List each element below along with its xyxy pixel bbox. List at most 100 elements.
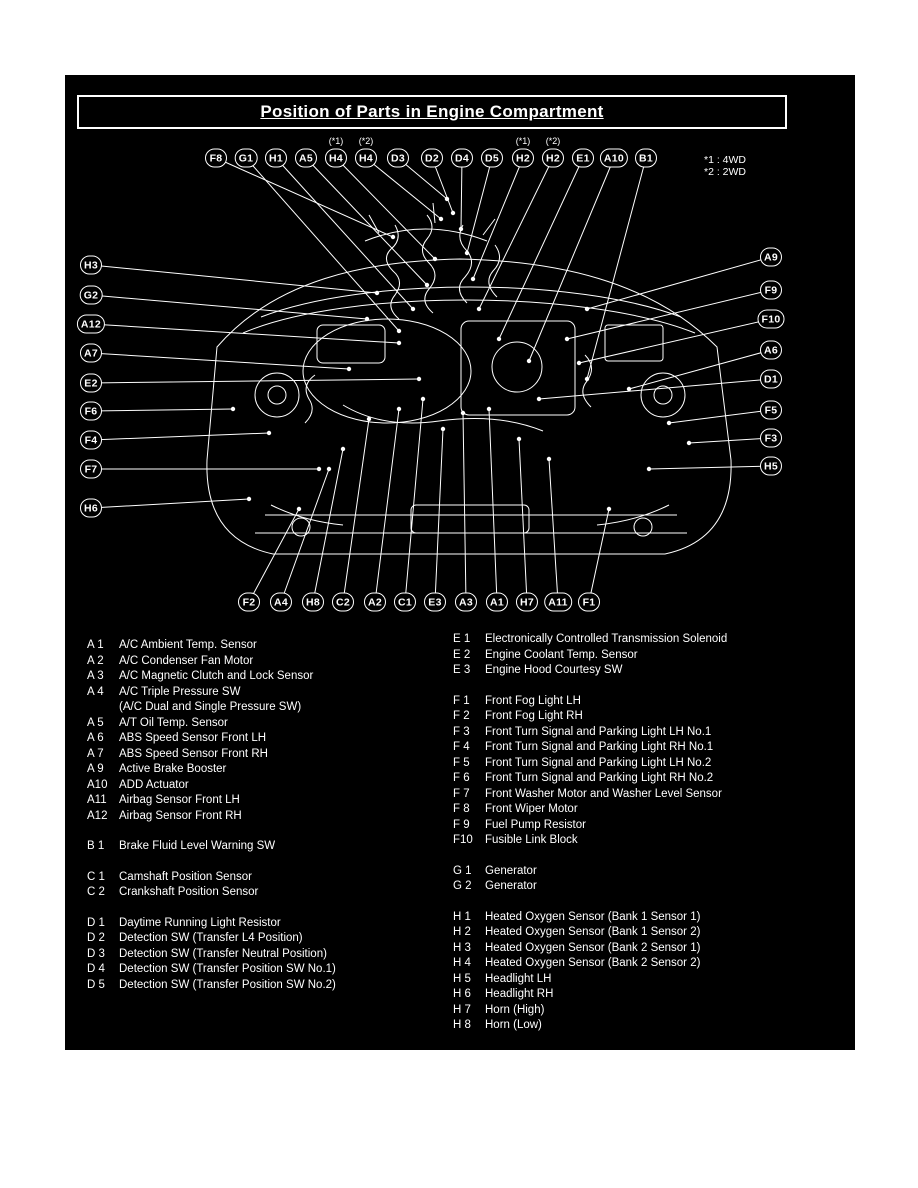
legend-code: A 7 bbox=[87, 747, 104, 760]
legend-code: H 3 bbox=[453, 941, 471, 954]
callout-variant-note: (*2) bbox=[545, 136, 561, 146]
callout-F3: F3 bbox=[760, 428, 782, 448]
leader-endpoint-dot bbox=[686, 440, 692, 446]
legend-code: F 4 bbox=[453, 741, 470, 753]
leader-endpoint-dot bbox=[584, 376, 590, 382]
callout-A6: A6 bbox=[759, 340, 783, 360]
leader-endpoint-dot bbox=[476, 306, 482, 312]
callout-A11: A11 bbox=[544, 592, 572, 612]
legend-label: ABS Speed Sensor Front LH bbox=[119, 732, 267, 744]
legend-label: ADD Actuator bbox=[119, 778, 189, 791]
callout-variant-note: (*1) bbox=[328, 136, 344, 146]
callout-A2: A2 bbox=[363, 592, 387, 612]
legend-label: Front Turn Signal and Parking Light LH N… bbox=[485, 756, 712, 769]
leader-line bbox=[90, 352, 350, 370]
leader-line bbox=[668, 409, 772, 424]
leader-line bbox=[538, 378, 772, 400]
legend-code: H 8 bbox=[453, 1019, 471, 1031]
legend-code: A 2 bbox=[87, 654, 104, 667]
legend-row: (A/C Dual and Single Pressure SW) bbox=[87, 700, 442, 716]
leader-line bbox=[648, 465, 772, 470]
callout-H8: H8 bbox=[301, 592, 325, 612]
callout-A1: A1 bbox=[485, 592, 509, 612]
legend-label: A/T Oil Temp. Sensor bbox=[119, 716, 228, 729]
leader-line bbox=[248, 508, 300, 603]
leader-line bbox=[90, 378, 420, 384]
leader-line bbox=[275, 157, 414, 310]
legend-label: Crankshaft Position Sensor bbox=[119, 886, 259, 898]
callout-F10: F10 bbox=[757, 309, 785, 329]
legend-label: A/C Ambient Temp. Sensor bbox=[119, 639, 257, 651]
legend-code: C 1 bbox=[87, 870, 105, 883]
callout-D5: D5 bbox=[480, 148, 504, 168]
callout-D1: D1 bbox=[759, 369, 783, 389]
leader-endpoint-dot bbox=[410, 306, 416, 312]
leader-endpoint-dot bbox=[396, 340, 402, 346]
legend-code: G 2 bbox=[453, 880, 472, 892]
callout-C1: C1 bbox=[393, 592, 417, 612]
legend-label: Fusible Link Block bbox=[485, 834, 578, 846]
leader-endpoint-dot bbox=[536, 396, 542, 402]
leader-line bbox=[305, 157, 428, 286]
legend-row: F 7 Front Washer Motor and Washer Level S… bbox=[453, 787, 849, 803]
leader-endpoint-dot bbox=[420, 396, 426, 402]
leader-line bbox=[566, 289, 772, 340]
callout-A7: A7 bbox=[79, 343, 103, 363]
legend-code: D 2 bbox=[87, 932, 105, 944]
leader-line bbox=[90, 408, 234, 412]
engine-line-art bbox=[206, 202, 732, 555]
callout-F5: F5 bbox=[760, 400, 782, 420]
legend-code: F 1 bbox=[453, 694, 470, 707]
legend-label: ABS Speed Sensor Front RH bbox=[119, 747, 268, 760]
legend-row: A 7 ABS Speed Sensor Front RH bbox=[87, 747, 442, 763]
legend-code: H 1 bbox=[453, 910, 471, 923]
leader-line bbox=[90, 294, 368, 320]
callout-H6: H6 bbox=[79, 498, 103, 518]
callout-A12: A12 bbox=[76, 314, 106, 334]
callout-G1: G1 bbox=[234, 148, 258, 168]
leader-line bbox=[628, 349, 772, 390]
leader-line bbox=[374, 408, 400, 603]
legend-code: F 7 bbox=[453, 787, 470, 800]
leader-line bbox=[462, 412, 467, 603]
callout-E1: E1 bbox=[572, 148, 594, 168]
leader-endpoint-dot bbox=[374, 290, 380, 296]
legend-label: Front Washer Motor and Washer Level Sens… bbox=[485, 787, 722, 800]
leader-endpoint-dot bbox=[396, 406, 402, 412]
leader-endpoint-dot bbox=[546, 456, 552, 462]
leader-endpoint-dot bbox=[266, 430, 272, 436]
leader-line bbox=[578, 318, 772, 364]
legend-row: H 7 Horn (High) bbox=[453, 1003, 849, 1019]
legend-label: Active Brake Booster bbox=[119, 763, 227, 775]
legend-label: Brake Fluid Level Warning SW bbox=[119, 840, 276, 852]
legend-label: Airbag Sensor Front RH bbox=[119, 809, 242, 822]
legend-label: Fuel Pump Resistor bbox=[485, 818, 586, 831]
legend-code: H 7 bbox=[453, 1003, 471, 1016]
legend-label: Front Turn Signal and Parking Light RH N… bbox=[485, 772, 714, 784]
leader-endpoint-dot bbox=[390, 234, 396, 240]
legend-code: H 6 bbox=[453, 988, 471, 1000]
legend-label: Heated Oxygen Sensor (Bank 2 Sensor 1) bbox=[485, 941, 701, 954]
leader-line bbox=[312, 448, 344, 603]
callout-A4: A4 bbox=[269, 592, 293, 612]
leader-line bbox=[688, 437, 772, 444]
legend-label: Horn (High) bbox=[485, 1003, 545, 1016]
legend-code: D 4 bbox=[87, 963, 105, 975]
